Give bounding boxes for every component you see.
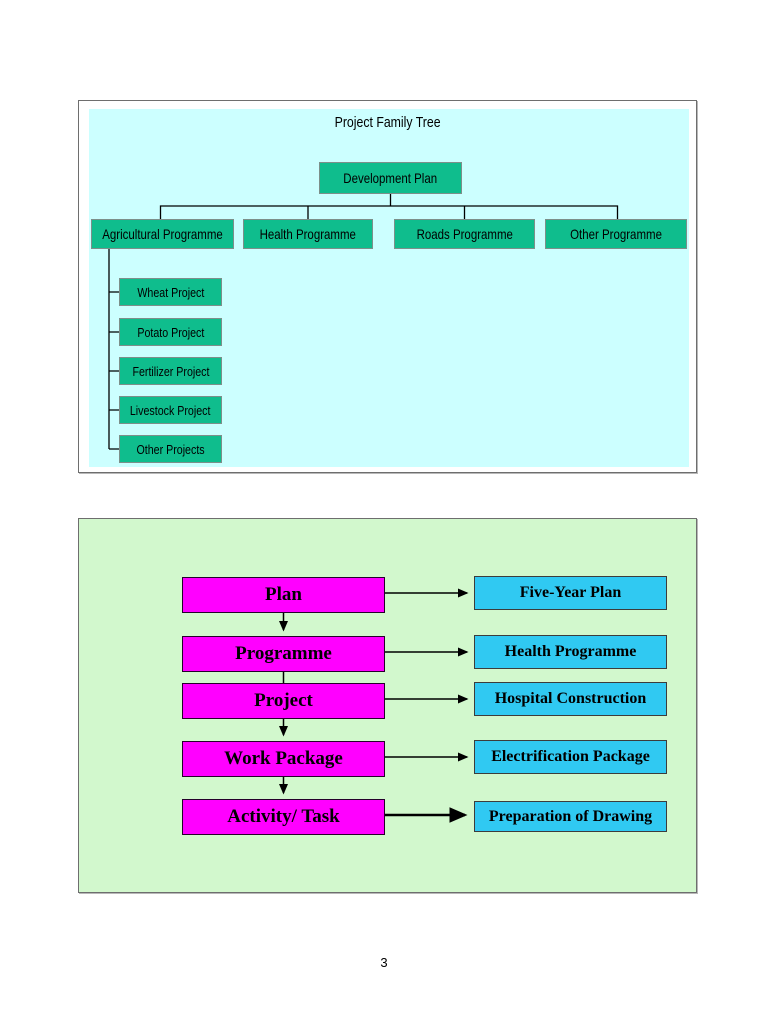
figure1-title: Project Family Tree — [79, 114, 696, 131]
level-project-label: Project — [254, 690, 313, 711]
example-five-year-plan-label: Five-Year Plan — [519, 584, 622, 601]
node-other-programme-label: Other Programme — [570, 226, 662, 242]
example-electrification-package-label: Electrification Package — [491, 748, 650, 765]
node-health-programme: Health Programme — [243, 219, 373, 249]
node-potato-project-label: Potato Project — [137, 324, 204, 340]
level-activity-task: Activity/ Task — [182, 799, 385, 835]
node-wheat-project: Wheat Project — [119, 278, 222, 306]
node-livestock-project-label: Livestock Project — [130, 402, 211, 418]
node-fertilizer-project-label: Fertilizer Project — [131, 363, 210, 379]
node-fertilizer-project: Fertilizer Project — [119, 357, 222, 385]
plan-hierarchy-figure: Plan Programme Project Work Package Acti… — [78, 518, 697, 893]
level-plan-label: Plan — [265, 584, 302, 605]
page-number: 3 — [380, 955, 388, 970]
level-project: Project — [182, 683, 385, 719]
level-work-package-label: Work Package — [224, 748, 343, 769]
level-activity-task-label: Activity/ Task — [227, 806, 340, 827]
node-other-programme: Other Programme — [545, 219, 687, 249]
figure1-title-text: Project Family Tree — [334, 114, 441, 131]
node-potato-project: Potato Project — [119, 318, 222, 346]
level-programme-label: Programme — [235, 643, 332, 664]
node-wheat-project-label: Wheat Project — [137, 284, 204, 300]
level-programme: Programme — [182, 636, 385, 672]
level-plan: Plan — [182, 577, 385, 613]
level-work-package: Work Package — [182, 741, 385, 777]
node-roads-programme-label: Roads Programme — [416, 226, 513, 242]
example-hospital-construction-label: Hospital Construction — [494, 690, 647, 707]
node-other-projects-label: Other Projects — [136, 441, 205, 457]
example-preparation-of-drawing: Preparation of Drawing — [474, 801, 667, 832]
node-health-programme-label: Health Programme — [259, 226, 357, 242]
example-hospital-construction: Hospital Construction — [474, 682, 667, 716]
example-electrification-package: Electrification Package — [474, 740, 667, 774]
project-family-tree-figure: Project Family Tree Development Plan Agr… — [78, 100, 697, 473]
node-other-projects: Other Projects — [119, 435, 222, 463]
node-development-plan: Development Plan — [319, 162, 462, 194]
node-roads-programme: Roads Programme — [394, 219, 535, 249]
example-five-year-plan: Five-Year Plan — [474, 576, 667, 610]
example-health-programme-label: Health Programme — [504, 643, 637, 660]
node-agricultural-programme-label: Agricultural Programme — [102, 226, 223, 242]
example-preparation-of-drawing-label: Preparation of Drawing — [488, 807, 653, 825]
node-development-plan-label: Development Plan — [343, 170, 438, 186]
example-health-programme: Health Programme — [474, 635, 667, 669]
node-livestock-project: Livestock Project — [119, 396, 222, 424]
node-agricultural-programme: Agricultural Programme — [91, 219, 234, 249]
